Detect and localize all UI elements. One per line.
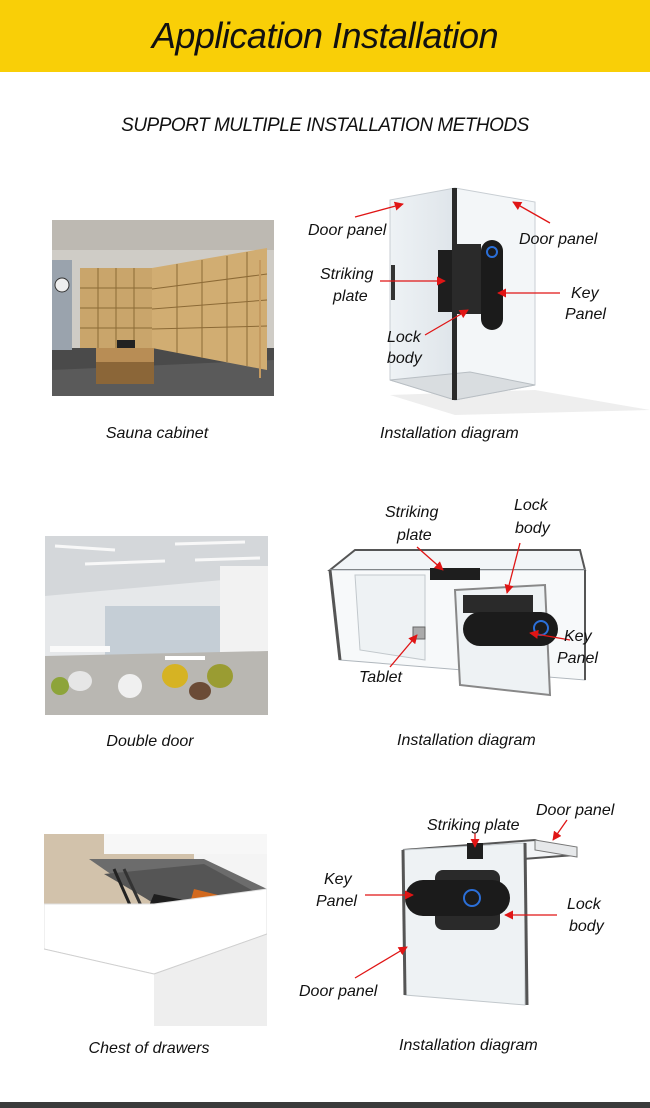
chest-of-drawers-photo [44,834,267,1026]
label-key-panel-line2: Panel [557,650,598,667]
double-door-photo [45,536,268,715]
label-tablet: Tablet [359,669,402,686]
label-key-panel-line1: Key [571,285,599,302]
sauna-cabinet-photo [52,220,274,396]
label-lock-body-line1: Lock [387,329,421,346]
page-title: Application Installation [151,15,499,56]
installation-diagram-3: Striking plate Door panel Key Panel Lock… [295,795,650,1035]
label-door-panel-top: Door panel [536,802,615,819]
footer-bar [0,1102,650,1108]
diagram-caption-1: Installation diagram [380,425,519,442]
label-lock-body-line2: body [569,918,604,935]
label-striking-plate-line1: Striking [320,266,374,283]
label-lock-body-line2: body [515,520,550,537]
label-door-panel-right: Door panel [519,231,598,248]
section-subtitle: SUPPORT MULTIPLE INSTALLATION METHODS [121,115,529,136]
photo-caption-2: Double door [106,733,194,750]
label-lock-body-line1: Lock [567,896,601,913]
label-door-panel-bottom: Door panel [299,983,378,1000]
photo-caption-1: Sauna cabinet [105,425,209,442]
label-striking-plate-line2: plate [397,527,432,544]
label-key-panel-line2: Panel [316,893,357,910]
label-lock-body-line1: Lock [514,497,548,514]
diagram-caption-3: Installation diagram [399,1037,538,1054]
photo-caption-3: Chest of drawers [88,1040,210,1057]
label-key-panel-line2: Panel [565,306,606,323]
diagram-caption-2: Installation diagram [397,732,536,749]
label-lock-body-line2: body [387,350,422,367]
label-key-panel-line1: Key [324,871,352,888]
label-striking-plate-line1: Striking [385,504,439,521]
installation-diagram-2: Striking plate Lock body Key Panel Table… [295,490,650,730]
installation-diagram-1: Door panel Door panel Striking plate Key… [295,180,650,420]
label-striking-plate-line2: plate [333,288,368,305]
label-striking-plate: Striking plate [427,817,520,834]
header-banner: Application Installation [0,0,650,72]
label-door-panel-left: Door panel [308,222,387,239]
label-key-panel-line1: Key [564,628,592,645]
